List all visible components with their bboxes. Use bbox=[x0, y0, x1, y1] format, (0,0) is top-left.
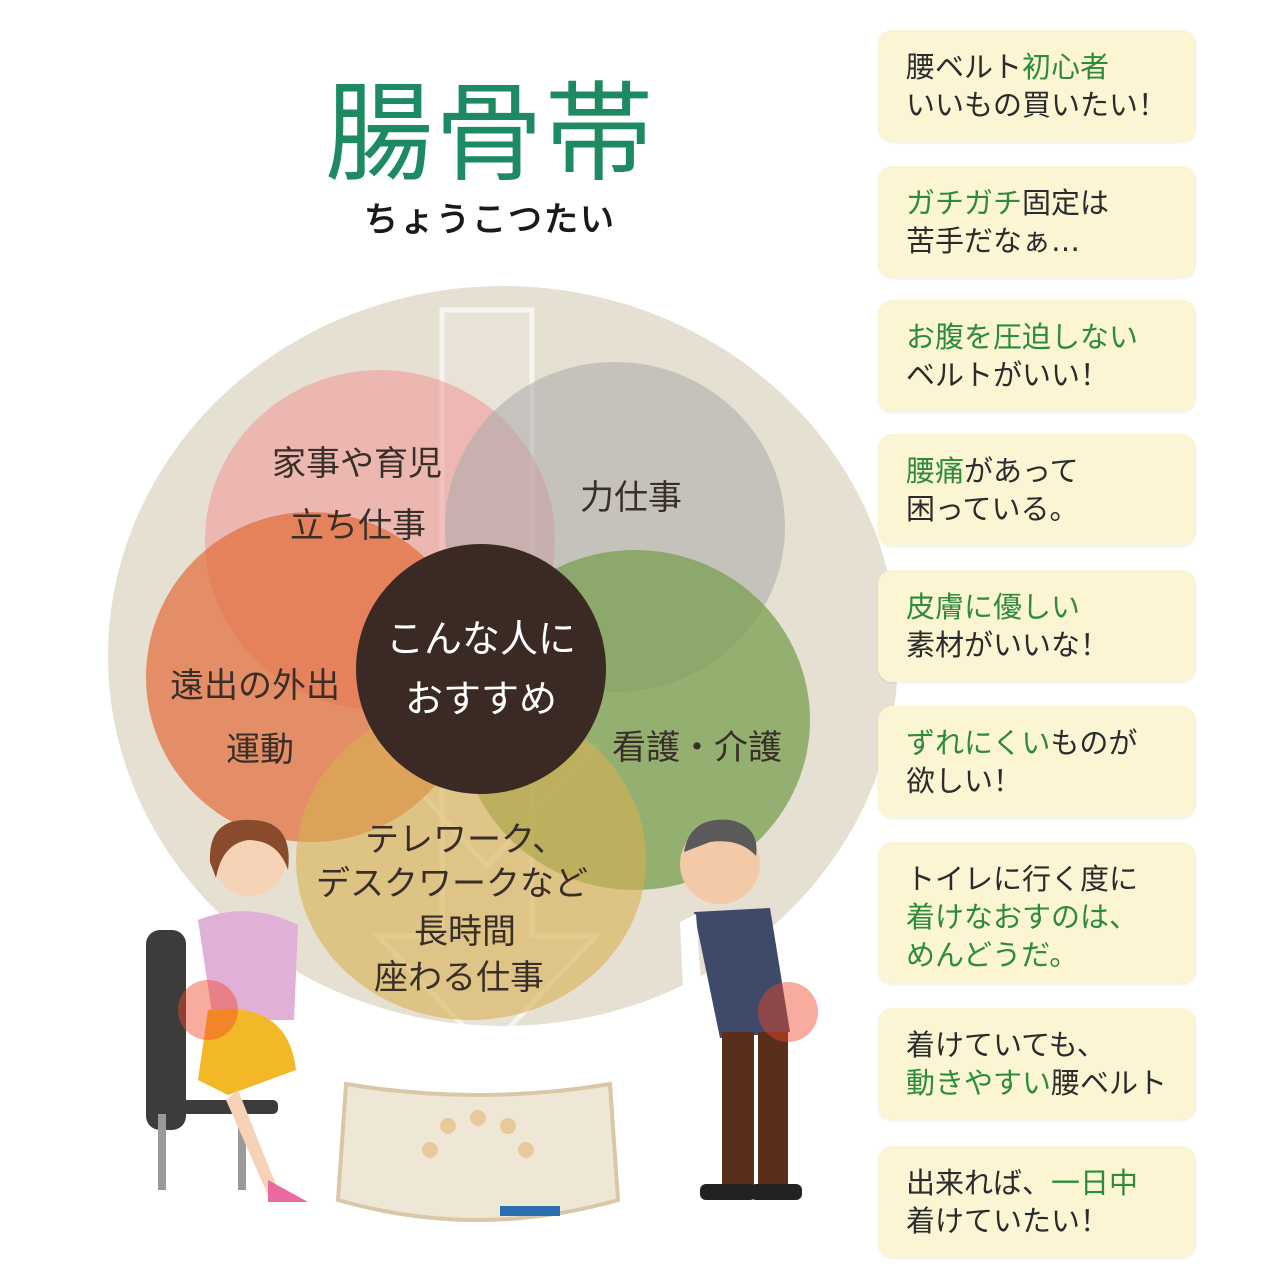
card-back-pain: 腰痛があって 困っている。 bbox=[878, 434, 1196, 546]
card-8-line-1: 着けていても、 bbox=[906, 1028, 1106, 1062]
card-easy-to-move: 着けていても、 動きやすい腰ベルト bbox=[878, 1008, 1196, 1120]
card-skin-friendly: 皮膚に優しい 素材がいいな！ bbox=[878, 570, 1196, 682]
label-long-hours: 長時間 bbox=[414, 912, 516, 952]
card-2-text-c: 固定は bbox=[1022, 186, 1110, 220]
label-telework: テレワーク、 bbox=[365, 820, 566, 860]
card-5-highlight: 皮膚に優しい bbox=[906, 590, 1081, 624]
card-4-highlight: 腰痛 bbox=[906, 454, 965, 488]
center-recommend-circle: こんな人に おすすめ bbox=[356, 544, 606, 794]
page-title: 腸骨帯 bbox=[324, 72, 655, 197]
card-1-highlight: 初心者 bbox=[1022, 50, 1110, 84]
card-2-line-2: 苦手だなぁ… bbox=[906, 224, 1081, 258]
card-9-highlight: 一日中 bbox=[1051, 1166, 1139, 1200]
label-exercise: 運動 bbox=[226, 730, 294, 770]
label-sitting-work: 座わる仕事 bbox=[374, 958, 544, 998]
label-manual-labor: 力仕事 bbox=[580, 478, 682, 518]
card-6-highlight: ずれにくい bbox=[906, 726, 1051, 760]
card-8-text-b: 腰ベルト bbox=[1051, 1066, 1168, 1100]
card-7-line-2: 着けなおすのは、 bbox=[906, 900, 1139, 934]
card-3-line-2: ベルトがいい！ bbox=[906, 358, 1110, 392]
card-9-text-a: 出来れば、 bbox=[906, 1166, 1052, 1200]
center-line-2: おすすめ bbox=[404, 677, 557, 721]
card-7-line-1: トイレに行く度に bbox=[906, 862, 1139, 896]
card-5-line-2: 素材がいいな！ bbox=[906, 628, 1110, 662]
man-back-pain-illustration bbox=[680, 819, 818, 1200]
card-9-line-2: 着けていたい！ bbox=[906, 1204, 1110, 1238]
card-no-slip: ずれにくいものが 欲しい！ bbox=[878, 706, 1196, 818]
label-standing-work: 立ち仕事 bbox=[290, 506, 426, 546]
card-8-highlight: 動きやすい bbox=[906, 1066, 1052, 1100]
card-6-text-c: ものが bbox=[1050, 726, 1138, 760]
card-1-line-2: いいもの買いたい！ bbox=[906, 88, 1168, 122]
card-no-pressure: お腹を圧迫しない ベルトがいい！ bbox=[878, 300, 1196, 412]
card-3-highlight: お腹を圧迫しない bbox=[906, 320, 1139, 354]
waist-belt-product-image bbox=[335, 1081, 621, 1222]
card-4-line-2: 困っている。 bbox=[906, 492, 1079, 526]
card-2-highlight: ガチガチ bbox=[906, 186, 1023, 220]
label-nursing-care: 看護・介護 bbox=[612, 728, 782, 768]
card-7-line-3: めんどうだ。 bbox=[906, 938, 1079, 972]
label-housework: 家事や育児 bbox=[272, 444, 442, 484]
center-line-1: こんな人に bbox=[385, 617, 576, 661]
card-toilet-rewear: トイレに行く度に 着けなおすのは、 めんどうだ。 bbox=[878, 842, 1196, 984]
card-6-line-2: 欲しい！ bbox=[906, 764, 1023, 798]
card-4-text-c: があって bbox=[964, 454, 1079, 488]
woman-back-pain-illustration bbox=[146, 819, 308, 1202]
card-wear-all-day: 出来れば、一日中 着けていたい！ bbox=[878, 1146, 1196, 1258]
title-reading: ちょうこつたい bbox=[364, 200, 616, 240]
label-desk-work: デスクワークなど bbox=[316, 864, 588, 904]
label-outings: 遠出の外出 bbox=[170, 666, 340, 706]
card-1-text-a: 腰ベルト bbox=[906, 50, 1023, 84]
card-dislike-rigid: ガチガチ固定は 苦手だなぁ… bbox=[878, 166, 1196, 278]
card-belt-beginner: 腰ベルト初心者 いいもの買いたい！ bbox=[878, 30, 1196, 142]
